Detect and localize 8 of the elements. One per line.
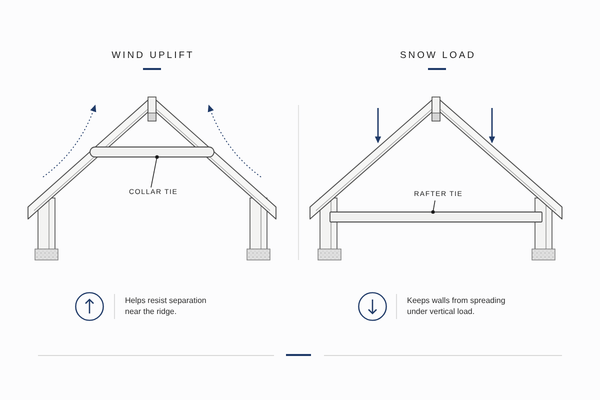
- tie-beam: [90, 146, 214, 158]
- panel-heading: WIND UPLIFT: [110, 50, 194, 62]
- tie-beam: [330, 212, 542, 222]
- leader-line: [431, 200, 436, 214]
- leader-line: [150, 155, 159, 188]
- panel-heading: SNOW LOAD: [398, 50, 476, 62]
- note-text: Helps resist separation near the ridge.: [125, 295, 208, 317]
- note-text: Keeps walls from spreading under vertical load.: [407, 295, 506, 317]
